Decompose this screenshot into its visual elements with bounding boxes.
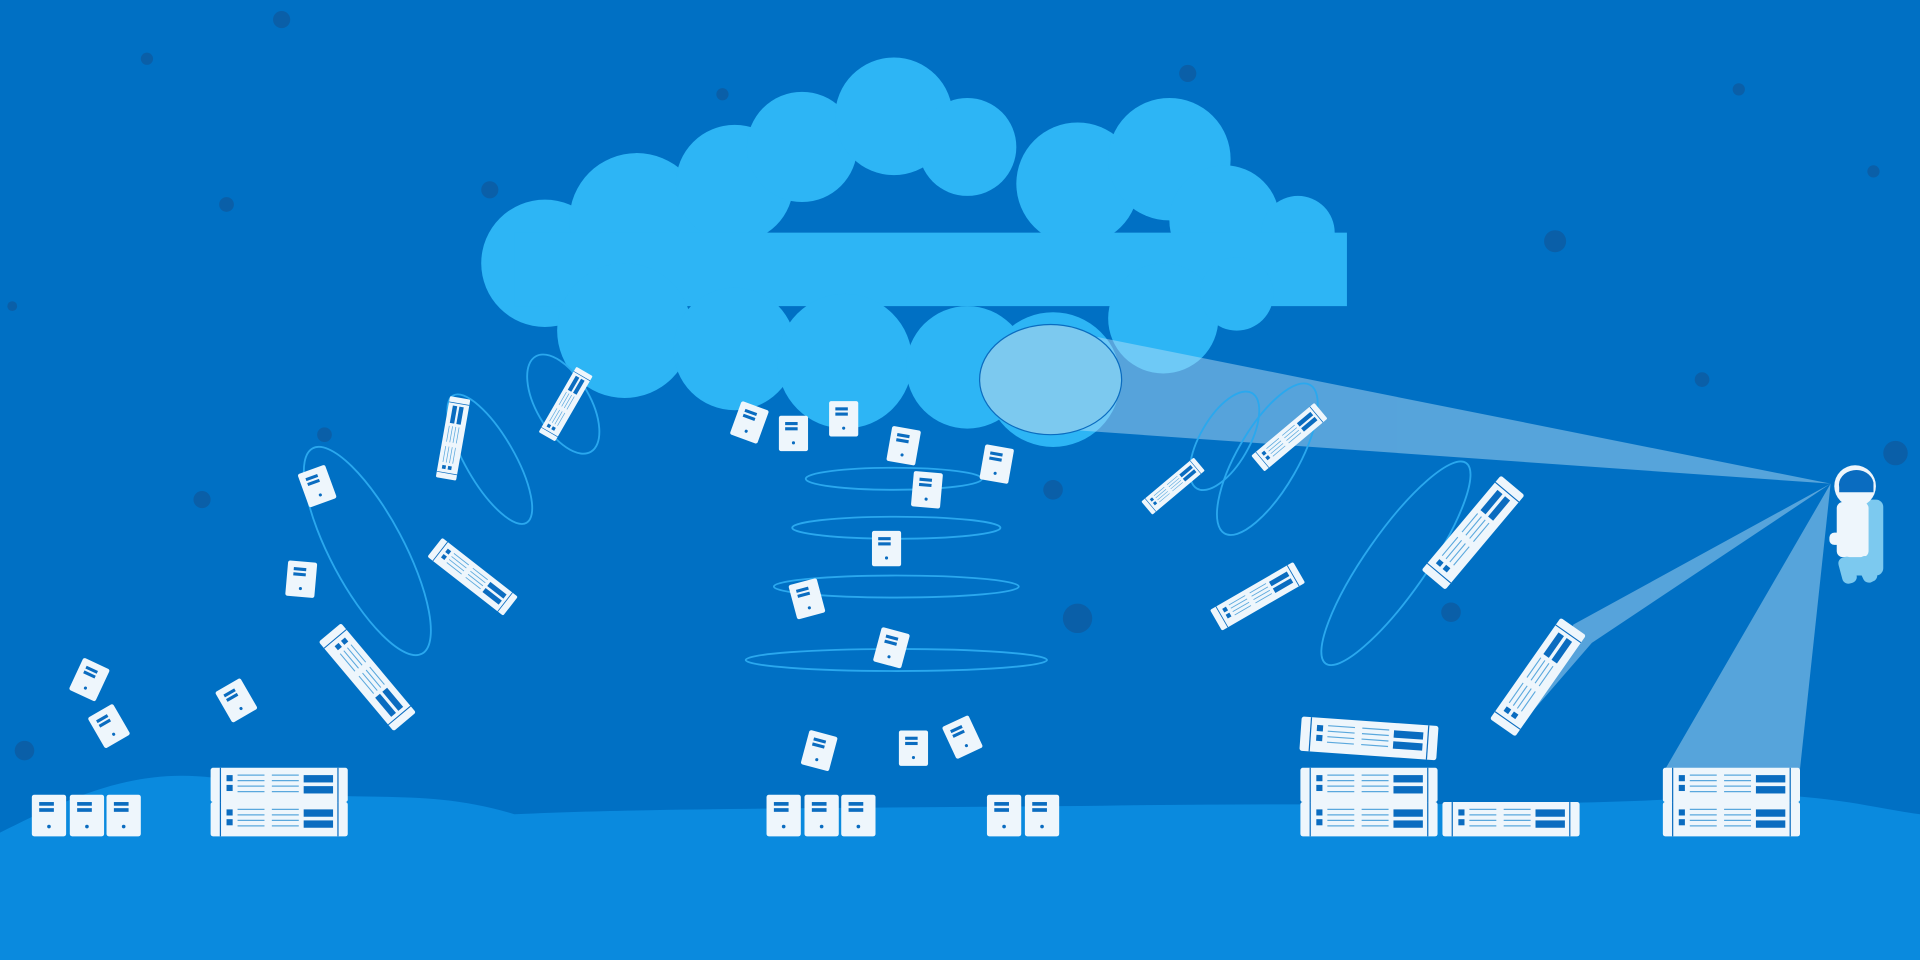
background-dot: [1043, 480, 1063, 500]
background-dot: [219, 197, 234, 212]
server-tower-icon: [986, 794, 1022, 837]
rack-server-icon: [436, 396, 471, 481]
server-tower-icon: [297, 465, 337, 508]
rack-server-icon: [1210, 562, 1305, 631]
server-tower-icon: [898, 730, 929, 766]
rack-server-icon: [1422, 476, 1524, 589]
rack-server-icon: [1299, 716, 1439, 761]
server-tower-icon: [871, 530, 902, 567]
background-dot: [273, 11, 291, 29]
server-tower-icon: [800, 730, 838, 772]
background-dots: [7, 11, 1908, 761]
background-dot: [1732, 83, 1745, 96]
ground: [0, 775, 1920, 960]
server-tower-icon: [69, 794, 105, 837]
rack-server-icon: [1442, 802, 1580, 837]
rack-server-icon: [319, 623, 416, 731]
rack-server-icon: [1662, 802, 1800, 837]
rack-server-icon: [428, 538, 518, 616]
server-tower-icon: [911, 471, 943, 509]
motion-ring: [446, 393, 534, 525]
background-dot: [481, 181, 499, 199]
rack-server-icon: [539, 367, 593, 441]
server-tower-icon: [1024, 794, 1060, 837]
server-tower-icon: [829, 401, 859, 437]
server-tower-icon: [215, 678, 258, 723]
background-dot: [1441, 602, 1461, 623]
motion-ring: [1216, 382, 1319, 536]
rack-server-icon: [1300, 802, 1438, 837]
background-dot: [1694, 372, 1710, 387]
background-dot: [1179, 64, 1197, 83]
server-tower-icon: [69, 658, 110, 702]
background-dot: [1883, 440, 1908, 466]
server-tower-icon: [841, 794, 876, 837]
rack-server-icon: [210, 767, 348, 803]
motion-ring: [526, 353, 601, 455]
background-dot: [1544, 230, 1567, 253]
motion-rings: [302, 353, 1472, 672]
astronaut-icon: [1829, 465, 1884, 584]
rack-server-icon: [1251, 403, 1327, 471]
motion-ring: [302, 445, 432, 657]
server-tower-icon: [788, 578, 826, 620]
server-tower-icon: [804, 794, 839, 837]
server-tower-icon: [106, 794, 141, 837]
motion-ring: [1188, 390, 1261, 492]
background-dot: [1062, 603, 1093, 634]
server-tower-icon: [886, 426, 921, 466]
server-tower-icon: [31, 794, 67, 837]
background-dot: [716, 88, 729, 101]
motion-ring: [1320, 460, 1472, 667]
background-dot: [193, 491, 211, 509]
spotlight-beam: [1665, 483, 1831, 769]
server-tower-icon: [285, 560, 318, 598]
rack-server-icon: [1141, 458, 1205, 515]
background-dot: [140, 52, 154, 65]
server-tower-icon: [88, 704, 130, 748]
rack-server-icon: [1662, 767, 1800, 803]
server-tower-icon: [778, 415, 809, 452]
rack-server-icon: [210, 802, 348, 837]
servers: [31, 367, 1800, 837]
server-tower-icon: [942, 715, 983, 759]
background-dot: [1867, 165, 1880, 178]
server-tower-icon: [766, 794, 801, 837]
background-dot: [7, 301, 18, 312]
cloud-window: [978, 323, 1123, 436]
background-dot: [317, 427, 332, 443]
rack-server-icon: [1300, 767, 1438, 803]
motion-ring: [772, 574, 1020, 599]
server-tower-icon: [873, 627, 910, 669]
server-tower-icon: [979, 444, 1014, 484]
server-tower-icon: [730, 401, 769, 444]
background-dot: [14, 740, 35, 761]
rack-server-icon: [1490, 618, 1586, 736]
